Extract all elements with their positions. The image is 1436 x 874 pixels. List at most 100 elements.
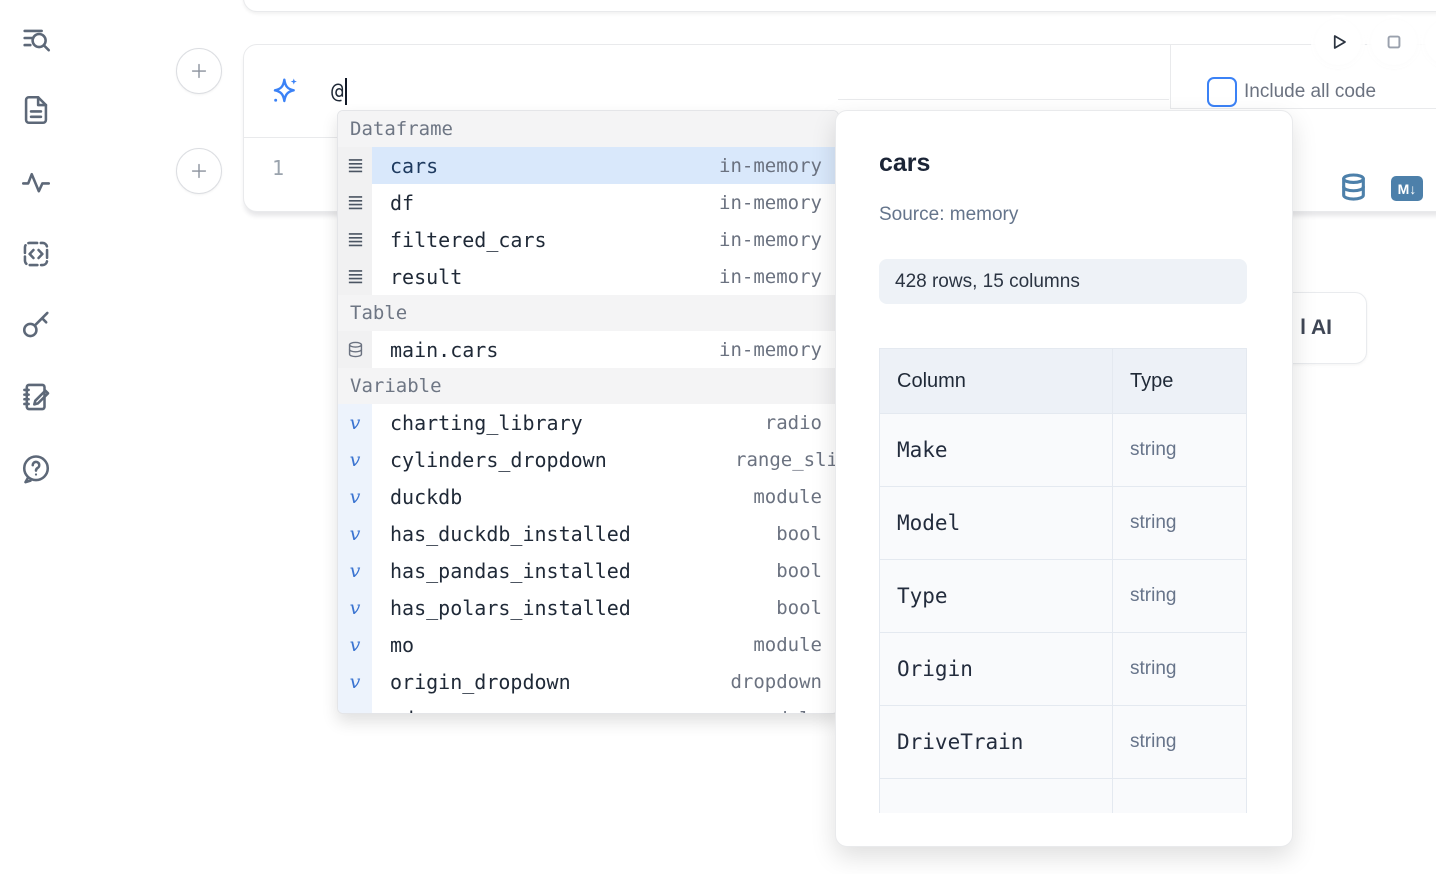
item-name: charting_library	[390, 410, 583, 435]
item-name: result	[390, 264, 463, 289]
schema-column-type: string	[1130, 439, 1177, 460]
schema-column-name: DriveTrain	[897, 730, 1024, 754]
prompt-text: @	[331, 79, 344, 103]
item-name: mo	[390, 632, 415, 657]
add-cell-below-button[interactable]	[176, 148, 222, 194]
autocomplete-section-header: Dataframe	[338, 111, 838, 147]
schema-column-name: Origin	[897, 657, 973, 681]
autocomplete-section-header: Table	[338, 295, 838, 331]
item-name: df	[390, 190, 415, 215]
plus-icon	[191, 63, 207, 79]
variable-icon: v	[338, 700, 372, 713]
variable-icon: v	[338, 552, 372, 589]
item-type: module	[753, 633, 822, 656]
variable-icon: v	[338, 663, 372, 700]
help-icon[interactable]	[19, 452, 53, 486]
autocomplete-item-filtered_cars[interactable]: filtered_cars in-memory	[338, 221, 838, 258]
database-icon	[338, 331, 372, 368]
schema-column-name: Model	[897, 511, 961, 535]
rows-icon	[338, 184, 372, 221]
rows-icon	[338, 147, 372, 184]
item-name: origin_dropdown	[390, 669, 571, 694]
variable-icon: v	[338, 626, 372, 663]
prompt-bottom-border	[838, 99, 1169, 100]
add-cell-above-button[interactable]	[176, 48, 222, 94]
item-type: in-memory	[719, 228, 822, 251]
item-type: dropdown	[730, 670, 822, 693]
autocomplete-item-has_pandas_installed[interactable]: v has_pandas_installed bool	[338, 552, 838, 589]
item-type: in-memory	[719, 154, 822, 177]
checkbox-panel-bottom-border	[1170, 108, 1436, 109]
scratchpad-icon[interactable]	[19, 380, 53, 414]
play-icon	[1333, 35, 1346, 49]
schema-header-column: Column	[880, 349, 1113, 413]
autocomplete-item-origin_dropdown[interactable]: v origin_dropdown dropdown	[338, 663, 838, 700]
schema-column-type: string	[1130, 512, 1177, 533]
database-icon[interactable]	[1338, 171, 1369, 203]
include-all-code-checkbox[interactable]	[1207, 77, 1237, 107]
autocomplete-item-cars[interactable]: cars in-memory	[338, 147, 838, 184]
preview-title: cars	[879, 149, 931, 177]
item-name: cars	[390, 153, 439, 178]
editor-line-number: 1	[272, 156, 285, 180]
item-name: filtered_cars	[390, 227, 547, 252]
schema-table-row: DriveTrain string	[879, 705, 1247, 779]
file-text-icon[interactable]	[19, 93, 53, 127]
autocomplete-section-header: Variable	[338, 368, 838, 404]
schema-column-type: string	[1130, 585, 1177, 606]
autocomplete-item-cylinders_dropdown[interactable]: v cylinders_dropdown range_sli	[338, 441, 838, 478]
item-name: has_duckdb_installed	[390, 521, 631, 546]
item-type: range_sli	[735, 448, 838, 471]
stop-icon	[1387, 35, 1401, 49]
schema-column-type: string	[1130, 731, 1177, 752]
stop-cell-button[interactable]	[1371, 19, 1417, 65]
autocomplete-item-df[interactable]: df in-memory	[338, 184, 838, 221]
item-type: module	[753, 485, 822, 508]
dataframe-preview-popup: cars Source: memory 428 rows, 15 columns…	[835, 110, 1293, 847]
item-type: in-memory	[719, 191, 822, 214]
schema-header-type: Type	[1130, 369, 1174, 392]
autocomplete-item-has_polars_installed[interactable]: v has_polars_installed bool	[338, 589, 838, 626]
variable-icon: v	[338, 404, 372, 441]
run-cell-button[interactable]	[1315, 19, 1361, 65]
toc-search-icon[interactable]	[19, 21, 53, 55]
editor-top-border	[244, 137, 354, 138]
item-type: in-memory	[719, 265, 822, 288]
markdown-icon[interactable]: M↓	[1391, 176, 1423, 201]
plus-icon	[191, 163, 207, 179]
text-caret	[344, 77, 347, 105]
item-type: bool	[776, 522, 822, 545]
key-icon[interactable]	[19, 308, 53, 342]
preview-summary-badge: 428 rows, 15 columns	[879, 259, 1247, 304]
item-name: cylinders_dropdown	[390, 447, 607, 472]
autocomplete-item-pd[interactable]: vpdmodule	[338, 700, 838, 714]
extra-cell-button[interactable]	[1425, 19, 1436, 65]
item-name: has_polars_installed	[390, 595, 631, 620]
variable-icon: v	[338, 441, 372, 478]
item-type: bool	[776, 596, 822, 619]
schema-table-row: Model string	[879, 486, 1247, 560]
item-type: bool	[776, 559, 822, 582]
schema-table-row	[879, 778, 1247, 813]
rows-icon	[338, 258, 372, 295]
item-type: module	[753, 708, 822, 714]
snippets-icon[interactable]	[19, 237, 53, 271]
preview-source: Source: memory	[879, 204, 1019, 225]
variable-icon: v	[338, 589, 372, 626]
item-name: has_pandas_installed	[390, 558, 631, 583]
ai-prompt-input[interactable]: @	[331, 74, 347, 108]
sparkle-icon	[269, 75, 301, 107]
item-type: in-memory	[719, 338, 822, 361]
activity-icon[interactable]	[19, 165, 53, 199]
autocomplete-item-result[interactable]: result in-memory	[338, 258, 838, 295]
